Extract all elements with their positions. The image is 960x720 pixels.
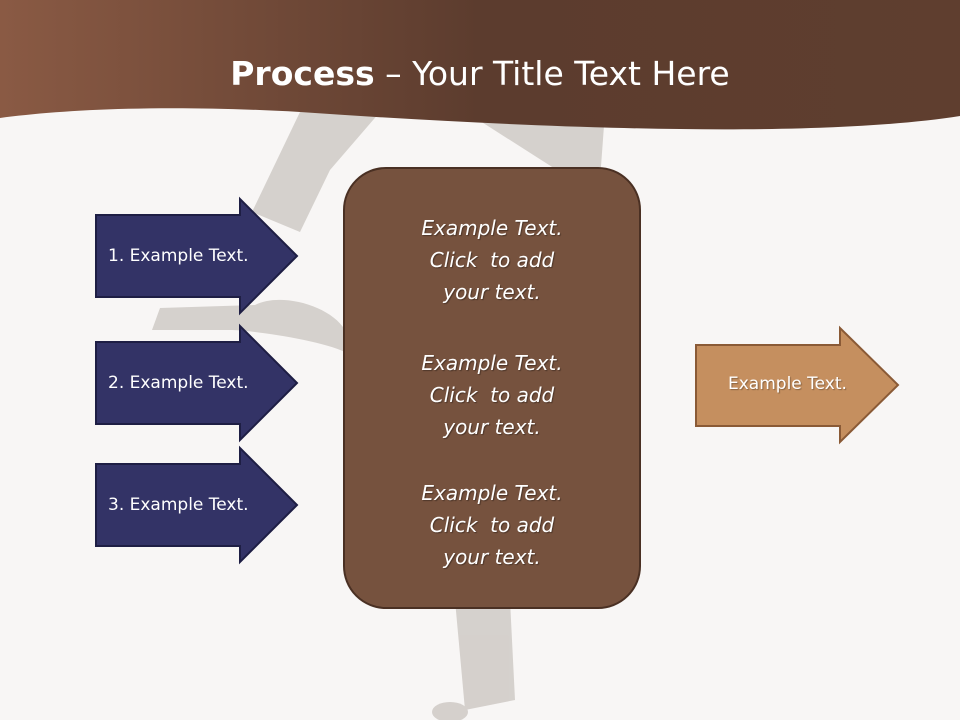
- center-text-line: your text.: [443, 415, 541, 439]
- center-text-line: Click to add: [429, 383, 555, 407]
- left-arrow-1[interactable]: [95, 196, 299, 316]
- center-text-line: Example Text.: [421, 481, 563, 505]
- center-text-block-3: Example Text. Click to add your text.: [344, 477, 640, 573]
- left-arrow-3-label: 3. Example Text.: [108, 495, 249, 515]
- background-figure-image: [152, 112, 605, 720]
- center-text-line: your text.: [443, 280, 541, 304]
- left-arrow-3[interactable]: [95, 445, 299, 565]
- title-rest: – Your Title Text Here: [374, 54, 730, 93]
- header-band: [0, 0, 960, 130]
- center-text-block-1: Example Text. Click to add your text.: [344, 212, 640, 308]
- center-text-line: Click to add: [429, 248, 555, 272]
- center-text-line: Click to add: [429, 513, 555, 537]
- center-text-line: your text.: [443, 545, 541, 569]
- output-arrow[interactable]: [695, 325, 900, 445]
- left-arrow-2[interactable]: [95, 323, 299, 443]
- left-arrow-2-label: 2. Example Text.: [108, 373, 249, 393]
- center-text-block-2: Example Text. Click to add your text.: [344, 347, 640, 443]
- left-arrow-1-label: 1. Example Text.: [108, 246, 249, 266]
- center-text-line: Example Text.: [421, 351, 563, 375]
- slide-title[interactable]: Process – Your Title Text Here: [0, 52, 960, 96]
- center-box[interactable]: [343, 167, 641, 609]
- title-bold: Process: [230, 54, 375, 93]
- center-text-line: Example Text.: [421, 216, 563, 240]
- output-arrow-label: Example Text.: [728, 374, 847, 394]
